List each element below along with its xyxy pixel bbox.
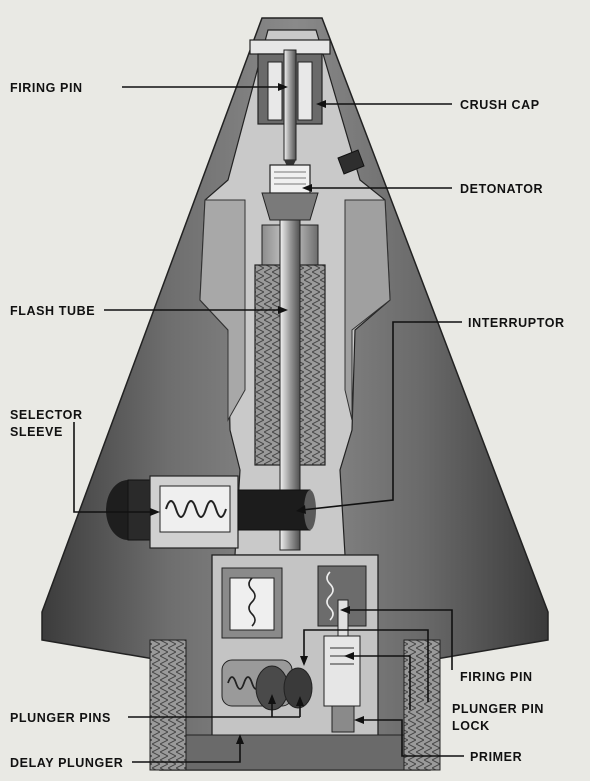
firing-pin-top bbox=[283, 49, 297, 172]
label-plunger-pins: PLUNGER PINS bbox=[10, 711, 111, 725]
label-crush-cap: CRUSH CAP bbox=[460, 98, 540, 112]
label-selector-sleeve-line1: SELECTOR bbox=[10, 408, 83, 422]
label-delay-plunger: DELAY PLUNGER bbox=[10, 756, 123, 770]
label-interruptor: INTERRUPTOR bbox=[468, 316, 565, 330]
label-firing-pin-bottom: FIRING PIN bbox=[460, 670, 533, 684]
callout-labels: FIRING PIN CRUSH CAP DETONATOR FLASH TUB… bbox=[10, 81, 565, 770]
flash-tube bbox=[279, 219, 301, 551]
label-primer: PRIMER bbox=[470, 750, 522, 764]
selector-sleeve bbox=[106, 475, 239, 549]
label-firing-pin-top: FIRING PIN bbox=[10, 81, 83, 95]
detonator bbox=[261, 164, 319, 221]
lower-mechanism bbox=[211, 554, 379, 746]
label-flash-tube: FLASH TUBE bbox=[10, 304, 95, 318]
base-threads bbox=[149, 639, 441, 771]
label-plunger-pin-lock-line1: PLUNGER PIN bbox=[452, 702, 544, 716]
label-selector-sleeve-line2: SLEEVE bbox=[10, 425, 63, 439]
label-detonator: DETONATOR bbox=[460, 182, 543, 196]
label-plunger-pin-lock-line2: LOCK bbox=[452, 719, 490, 733]
leader-lines bbox=[73, 83, 464, 763]
